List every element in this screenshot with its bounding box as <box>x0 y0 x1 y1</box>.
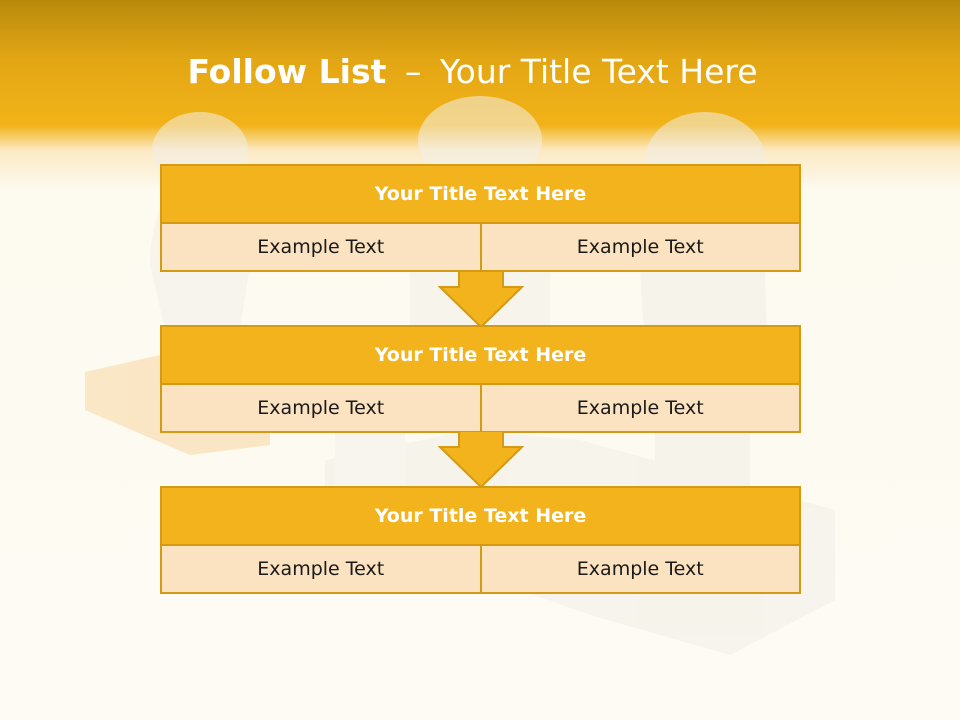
block-cell-left: Example Text <box>257 397 385 419</box>
title-rest-part: Your Title Text Here <box>439 52 758 91</box>
title-bold-part: Follow List <box>187 52 387 91</box>
follow-block-3: Your Title Text Here Example Text Exampl… <box>160 486 801 594</box>
block-cell-left: Example Text <box>257 236 385 258</box>
follow-block-2: Your Title Text Here Example Text Exampl… <box>160 325 801 433</box>
block-cell-right: Example Text <box>479 546 800 592</box>
block-title: Your Title Text Here <box>162 327 799 385</box>
block-cell-right: Example Text <box>479 385 800 431</box>
block-title: Your Title Text Here <box>162 488 799 546</box>
block-cell-left: Example Text <box>257 558 385 580</box>
block-row: Example Text Example Text <box>162 224 799 270</box>
block-row: Example Text Example Text <box>162 385 799 431</box>
block-row: Example Text Example Text <box>162 546 799 592</box>
title-separator: – <box>404 52 422 91</box>
block-cell-right: Example Text <box>479 224 800 270</box>
slide-title: Follow List – Your Title Text Here <box>0 52 945 91</box>
down-arrow-icon <box>438 431 524 489</box>
down-arrow-icon <box>438 271 524 329</box>
follow-block-1: Your Title Text Here Example Text Exampl… <box>160 164 801 272</box>
block-title: Your Title Text Here <box>162 166 799 224</box>
